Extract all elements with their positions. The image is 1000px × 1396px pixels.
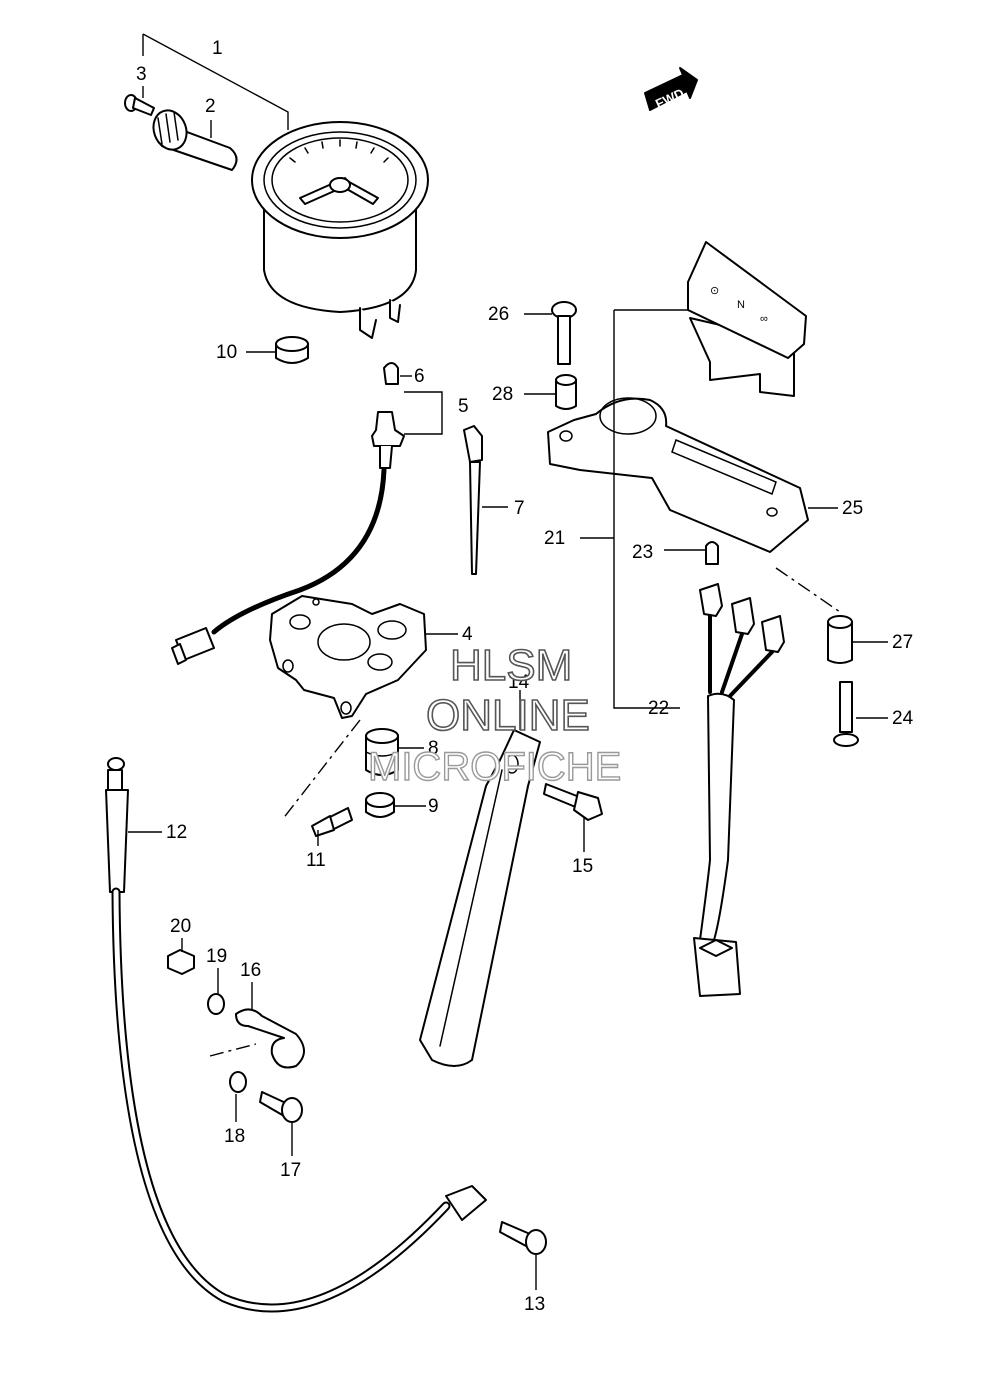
callout-27: 27 xyxy=(892,632,913,653)
callout-17: 17 xyxy=(280,1160,301,1181)
tie-band-icon xyxy=(463,425,483,575)
indicator-harness-icon xyxy=(693,583,785,997)
dashed-axis-2 xyxy=(209,1043,257,1057)
bulb-23-icon xyxy=(705,541,719,565)
callout-8: 8 xyxy=(428,738,439,759)
reset-knob-icon xyxy=(152,109,238,171)
washer-19-icon xyxy=(207,993,225,1015)
callout-14: 14 xyxy=(508,672,530,693)
bulb-6-icon xyxy=(383,362,399,385)
dashed-axis xyxy=(281,719,361,821)
screw-13-icon xyxy=(499,1221,547,1255)
spacer-28-icon xyxy=(555,374,577,410)
indicator-panel-icon: ⊙ N ∞ xyxy=(687,241,807,397)
callout-21: 21 xyxy=(544,528,565,549)
callout-20: 20 xyxy=(170,916,191,937)
fwd-arrow-icon: FWD xyxy=(644,67,698,111)
callout-4: 4 xyxy=(462,624,473,645)
cap-10-icon xyxy=(275,336,309,364)
callout-16: 16 xyxy=(240,960,261,981)
bolt-15-icon xyxy=(543,783,603,821)
callout-7: 7 xyxy=(514,498,525,519)
callout-10: 10 xyxy=(216,342,237,363)
callout-22: 22 xyxy=(648,698,669,719)
watermark: HLSM ONLINE MICROFICHE xyxy=(367,640,622,790)
indicator-mark-1: ⊙ xyxy=(710,285,719,297)
dashed-axis-3 xyxy=(775,567,841,613)
screw-3-icon xyxy=(124,94,155,116)
washer-18-icon xyxy=(229,1071,247,1093)
nut-20-icon xyxy=(167,949,195,975)
grommet-8-icon xyxy=(365,728,399,776)
callout-13: 13 xyxy=(524,1294,545,1315)
callout-26: 26 xyxy=(488,304,509,325)
indicator-mark-2: N xyxy=(737,299,745,311)
callout-19: 19 xyxy=(206,946,227,967)
callout-12: 12 xyxy=(166,822,187,843)
callout-6: 6 xyxy=(414,366,425,387)
watermark-line-1: HLSM xyxy=(450,641,572,690)
callout-2: 2 xyxy=(205,96,216,117)
indicator-mark-3: ∞ xyxy=(760,313,768,325)
screw-26-icon xyxy=(551,301,577,365)
leader-lines xyxy=(128,33,888,1290)
indicator-housing-icon xyxy=(547,397,809,553)
bulb-socket-icon xyxy=(171,411,405,665)
callout-9: 9 xyxy=(428,796,439,817)
callout-15: 15 xyxy=(572,856,593,877)
spacer-27-icon xyxy=(827,615,853,664)
speedo-cable-icon xyxy=(105,757,487,1313)
clamp-16-icon xyxy=(235,1008,305,1069)
watermark-line-2: ONLINE xyxy=(426,691,590,740)
callout-28: 28 xyxy=(492,384,513,405)
stay-14-icon xyxy=(419,729,541,1067)
callout-3: 3 xyxy=(136,64,147,85)
callout-23: 23 xyxy=(632,542,653,563)
screw-17-icon xyxy=(259,1091,303,1123)
watermark-line-3: MICROFICHE xyxy=(368,745,621,789)
bolt-24-icon xyxy=(833,681,859,747)
meter-bracket-icon xyxy=(269,595,427,719)
callout-1: 1 xyxy=(212,38,223,59)
callout-11: 11 xyxy=(306,850,326,871)
speedometer-icon xyxy=(251,121,429,339)
collar-9-icon xyxy=(365,792,395,818)
callout-18: 18 xyxy=(224,1126,245,1147)
callout-24: 24 xyxy=(892,708,914,729)
callout-5: 5 xyxy=(458,396,469,417)
callout-25: 25 xyxy=(842,498,863,519)
